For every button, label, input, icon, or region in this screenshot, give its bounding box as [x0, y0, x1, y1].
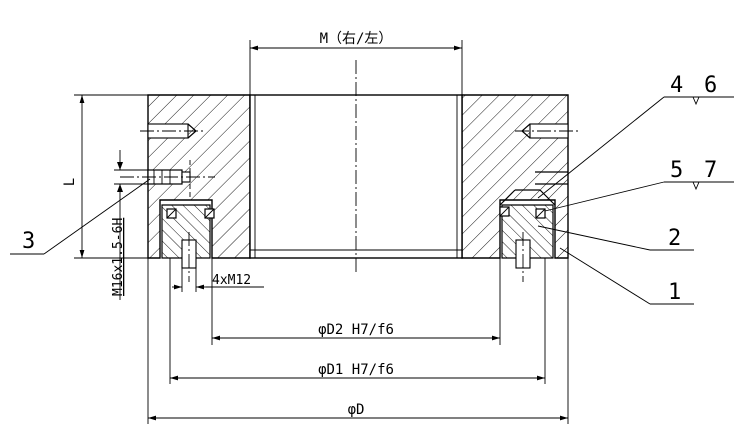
dim-d: φD	[147, 258, 569, 424]
callout-6-label: 6	[704, 73, 717, 98]
dim-d1: φD1 H7/f6	[169, 258, 546, 384]
section-body	[120, 60, 578, 282]
callout-5-7: 5 7	[544, 158, 734, 212]
callout-4-6: 4 6	[537, 73, 734, 199]
callout-1-label: 1	[668, 280, 681, 305]
dim-height: L	[62, 94, 148, 259]
d-label: φD	[348, 402, 365, 418]
dim-side-thread: M16x1.5-6H	[111, 150, 148, 300]
callout-7-label: 7	[704, 158, 717, 183]
height-label: L	[62, 178, 78, 186]
bore-label: M（右/左）	[320, 31, 393, 47]
dim-d2: φD2 H7/f6	[211, 258, 501, 345]
callout-5-label: 5	[670, 158, 683, 183]
d1-label: φD1 H7/f6	[318, 362, 394, 378]
dim-bore: M（右/左）	[249, 31, 463, 95]
callout-2: 2	[537, 225, 694, 251]
callout-4-label: 4	[670, 73, 683, 98]
dim-bolt: 4xM12	[172, 268, 264, 292]
callout-3: 3	[10, 178, 151, 255]
callout-3-label: 3	[22, 229, 35, 254]
bolt-label: 4xM12	[212, 273, 251, 288]
callout-1: 1	[559, 247, 694, 305]
callout-2-label: 2	[668, 226, 681, 251]
side-thread-label: M16x1.5-6H	[111, 218, 126, 296]
d2-label: φD2 H7/f6	[318, 322, 394, 338]
